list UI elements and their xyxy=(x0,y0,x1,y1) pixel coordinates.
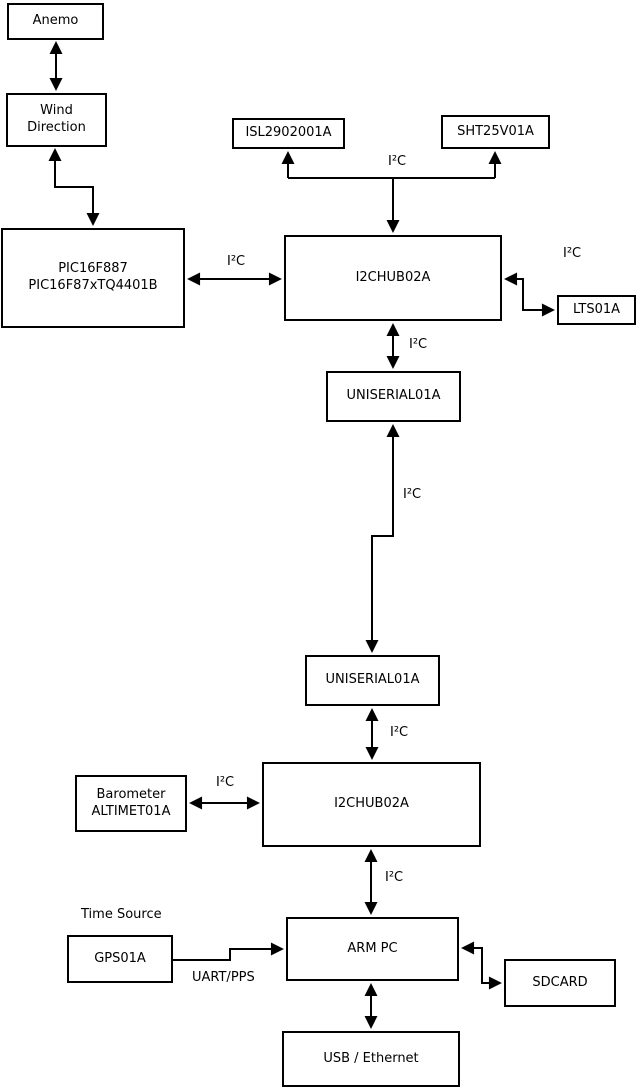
box-lts01a: LTS01A xyxy=(557,295,636,325)
box-wind-direction: Wind Direction xyxy=(6,93,107,147)
box-uniserial-2: UNISERIAL01A xyxy=(305,655,440,706)
connector-hub1-lts xyxy=(504,272,555,317)
label-i2c-hub1-lts: I²C xyxy=(563,246,582,261)
label-time-source: Time Source xyxy=(81,907,162,922)
connector-wind-pic xyxy=(48,148,100,226)
label-i2c-uniserial2-hub2: I²C xyxy=(390,725,409,740)
label-i2c-hub2-armpc: I²C xyxy=(385,870,404,885)
box-uniserial-1: UNISERIAL01A xyxy=(326,371,461,422)
label-i2c-hub1-uniserial1: I²C xyxy=(409,337,428,352)
box-i2c-hub-1: I2CHUB02A xyxy=(284,235,502,321)
connector-armpc-sdcard xyxy=(461,941,502,990)
box-gps01a: GPS01A xyxy=(67,935,173,983)
box-i2c-hub-2: I2CHUB02A xyxy=(262,762,481,847)
box-arm-pc: ARM PC xyxy=(286,917,459,981)
connector-uniserial1-uniserial2 xyxy=(365,424,400,653)
box-isl2902001a: ISL2902001A xyxy=(232,118,345,149)
connector-gps-armpc xyxy=(173,942,284,961)
label-uart-pps: UART/PPS xyxy=(192,970,255,985)
box-sht25v01a: SHT25V01A xyxy=(441,115,550,149)
box-usb-ethernet: USB / Ethernet xyxy=(282,1031,460,1087)
box-anemometer: Anemo xyxy=(7,3,104,40)
box-barometer: Barometer ALTIMET01A xyxy=(75,775,187,832)
box-pic-microcontroller: PIC16F887 PIC16F87xTQ4401B xyxy=(1,228,185,328)
label-i2c-uniserial-link: I²C xyxy=(403,487,422,502)
label-i2c-pic-hub1: I²C xyxy=(227,254,246,269)
label-i2c-sensor-branch: I²C xyxy=(388,154,407,169)
box-sdcard: SDCARD xyxy=(504,959,616,1007)
label-i2c-barometer-hub2: I²C xyxy=(216,775,235,790)
